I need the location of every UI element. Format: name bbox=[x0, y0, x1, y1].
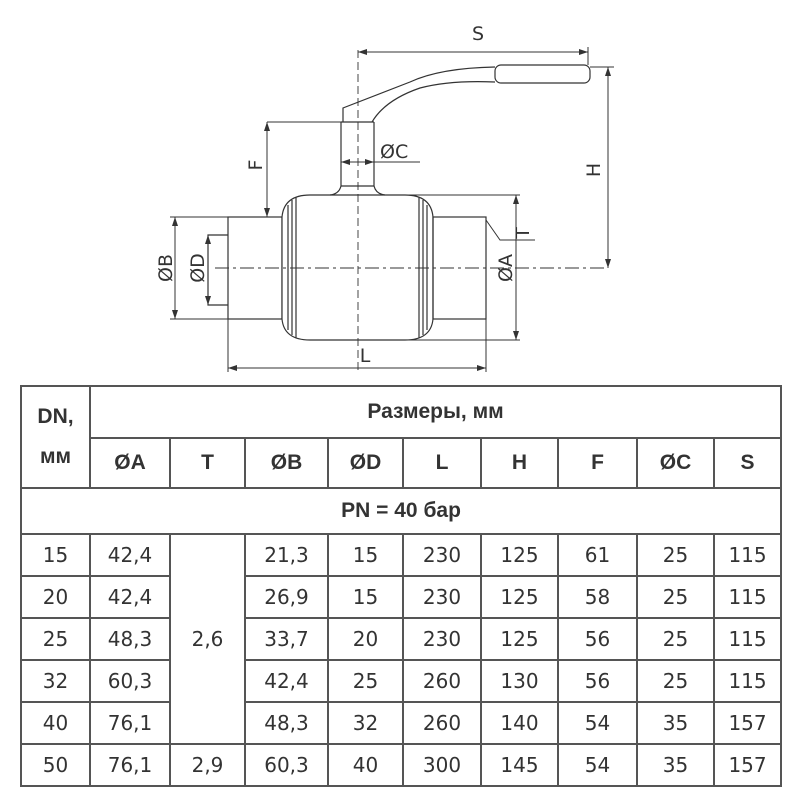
dn-header-line2: мм bbox=[39, 445, 72, 468]
cell-s: 115 bbox=[712, 617, 783, 661]
cell-f: 61 bbox=[557, 533, 638, 577]
cell-dn: 25 bbox=[20, 617, 91, 661]
dim-label-s: S bbox=[472, 23, 484, 45]
cell-d: 20 bbox=[327, 617, 404, 661]
cell-h: 140 bbox=[480, 701, 559, 745]
cell-l: 260 bbox=[402, 659, 482, 703]
cell-s: 157 bbox=[712, 701, 783, 745]
cell-f: 58 bbox=[557, 575, 638, 619]
cell-l: 260 bbox=[402, 701, 482, 745]
cell-c: 25 bbox=[636, 575, 715, 619]
dim-label-b: ØB bbox=[155, 254, 177, 282]
col-header: H bbox=[480, 437, 559, 489]
cell-a: 60,3 bbox=[89, 659, 171, 703]
cell-f: 56 bbox=[557, 617, 638, 661]
cell-d: 40 bbox=[327, 743, 404, 787]
cell-l: 230 bbox=[402, 575, 482, 619]
col-header: ØA bbox=[89, 437, 171, 489]
cell-c: 25 bbox=[636, 659, 715, 703]
cell-a: 42,4 bbox=[89, 575, 171, 619]
dim-label-t: T bbox=[512, 227, 534, 240]
cell-dn: 50 bbox=[20, 743, 91, 787]
dimensions-table: DN,мм Размеры, мм ØA T ØB ØD L H F ØC S … bbox=[19, 385, 783, 787]
cell-d: 25 bbox=[327, 659, 404, 703]
cell-f: 54 bbox=[557, 743, 638, 787]
dim-label-d: ØD bbox=[187, 253, 209, 283]
cell-s: 115 bbox=[712, 575, 783, 619]
cell-s: 115 bbox=[712, 533, 783, 577]
cell-b: 48,3 bbox=[244, 701, 329, 745]
cell-h: 145 bbox=[480, 743, 559, 787]
cell-h: 130 bbox=[480, 659, 559, 703]
dim-label-f: F bbox=[245, 160, 267, 171]
dn-header-line1: DN, bbox=[37, 405, 74, 429]
dim-label-l: L bbox=[360, 345, 371, 367]
cell-s: 157 bbox=[712, 743, 783, 787]
cell-h: 125 bbox=[480, 533, 559, 577]
col-header: S bbox=[712, 437, 783, 489]
cell-c: 35 bbox=[636, 743, 715, 787]
cell-l: 230 bbox=[402, 617, 482, 661]
col-header: T bbox=[169, 437, 246, 489]
cell-s: 115 bbox=[712, 659, 783, 703]
pressure-row: PN = 40 бар bbox=[19, 487, 783, 535]
cell-d: 15 bbox=[327, 533, 404, 577]
cell-l: 230 bbox=[402, 533, 482, 577]
cell-b: 21,3 bbox=[244, 533, 329, 577]
cell-c: 35 bbox=[636, 701, 715, 745]
cell-a: 76,1 bbox=[89, 701, 171, 745]
ball-valve-drawing: S H F ØC ØB ØD ØA T L bbox=[155, 23, 614, 372]
cell-d: 15 bbox=[327, 575, 404, 619]
cell-h: 125 bbox=[480, 575, 559, 619]
dim-label-h: H bbox=[583, 163, 605, 177]
cell-f: 54 bbox=[557, 701, 638, 745]
cell-t: 2,6 bbox=[169, 533, 246, 745]
cell-t: 2,9 bbox=[169, 743, 246, 787]
col-header: L bbox=[402, 437, 482, 489]
col-header: ØD bbox=[327, 437, 404, 489]
dimension-lines bbox=[170, 47, 614, 372]
dim-label-a: ØA bbox=[495, 254, 517, 282]
cell-dn: 15 bbox=[20, 533, 91, 577]
cell-dn: 32 bbox=[20, 659, 91, 703]
col-header: F bbox=[557, 437, 638, 489]
cell-b: 26,9 bbox=[244, 575, 329, 619]
cell-c: 25 bbox=[636, 533, 715, 577]
cell-dn: 20 bbox=[20, 575, 91, 619]
dim-label-c: ØC bbox=[380, 141, 408, 163]
cell-d: 32 bbox=[327, 701, 404, 745]
cell-f: 56 bbox=[557, 659, 638, 703]
cell-h: 125 bbox=[480, 617, 559, 661]
cell-b: 60,3 bbox=[244, 743, 329, 787]
col-header: ØC bbox=[636, 437, 715, 489]
col-header: ØB bbox=[244, 437, 329, 489]
cell-a: 48,3 bbox=[89, 617, 171, 661]
cell-l: 300 bbox=[402, 743, 482, 787]
cell-a: 76,1 bbox=[89, 743, 171, 787]
cell-b: 42,4 bbox=[244, 659, 329, 703]
dn-header: DN, мм bbox=[20, 385, 91, 489]
valve-body bbox=[207, 50, 608, 372]
cell-b: 33,7 bbox=[244, 617, 329, 661]
group-header: Размеры, мм bbox=[88, 385, 783, 439]
cell-dn: 40 bbox=[20, 701, 91, 745]
cell-c: 25 bbox=[636, 617, 715, 661]
cell-a: 42,4 bbox=[89, 533, 171, 577]
